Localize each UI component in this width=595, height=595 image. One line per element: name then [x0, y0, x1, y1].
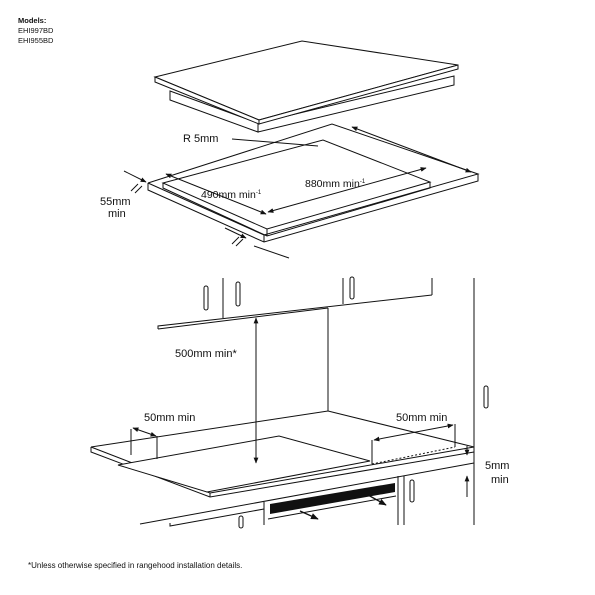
models-block: Models: EHI997BD EHI955BD	[18, 16, 53, 46]
hob-appliance	[153, 40, 459, 133]
footnote: *Unless otherwise specified in rangehood…	[28, 561, 243, 570]
right-clearance-label: 50mm min	[396, 412, 447, 424]
model-item: EHI997BD	[18, 26, 54, 35]
below-clearance-label-min: min	[491, 474, 509, 486]
depth-sup: -1	[256, 190, 262, 196]
depth-label: 490mm min-1	[201, 189, 262, 201]
kitchen-scene	[90, 276, 489, 529]
below-clearance-label: 5mm	[485, 460, 509, 472]
worktop-cutout	[123, 123, 480, 259]
model-item: EHI955BD	[18, 36, 54, 45]
width-label: 880mm min-1	[305, 178, 366, 190]
left-clearance-label: 50mm min	[144, 412, 195, 424]
models-heading: Models:	[18, 16, 47, 25]
thickness-label-min: min	[108, 208, 126, 220]
radius-label: R 5mm	[183, 133, 218, 145]
width-sup: -1	[360, 179, 366, 185]
thickness-label: 55mm	[100, 196, 131, 208]
rangehood-clearance-label: 500mm min*	[175, 348, 237, 360]
